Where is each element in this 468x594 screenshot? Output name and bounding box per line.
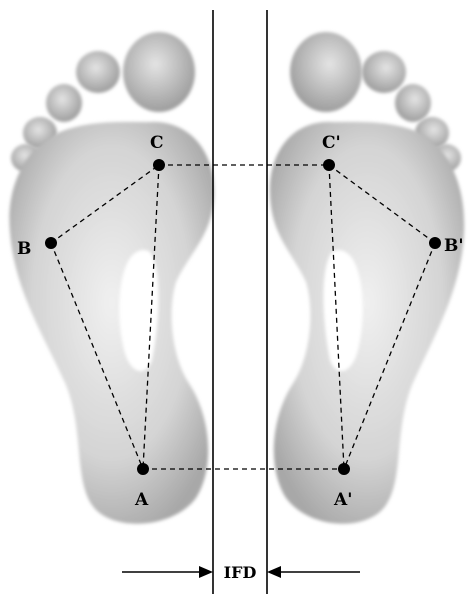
point-b [45,237,57,249]
point-a [137,463,149,475]
ifd-right-arrowhead [267,566,281,578]
label-a-prime: A' [333,490,352,510]
label-c: C [150,133,164,153]
right-foot [270,32,464,524]
ifd-measure: IFD [122,562,360,582]
label-b-prime: B' [444,236,464,256]
point-b-prime [429,237,441,249]
label-c-prime: C' [322,133,341,153]
point-c [153,159,165,171]
left-sole [9,122,214,524]
ifd-left-arrowhead [199,566,213,578]
point-c-prime [323,159,335,171]
right-toe-2 [362,51,406,93]
ifd-label: IFD [224,563,257,582]
right-toe-3 [395,84,431,122]
left-big-toe [123,32,195,112]
right-sole [270,122,464,524]
point-a-prime [338,463,350,475]
right-arch [324,250,363,371]
left-toe-2 [76,51,120,93]
label-a: A [134,490,149,510]
label-b: B [17,239,31,259]
right-big-toe [290,32,362,112]
left-foot [9,32,214,524]
left-arch [119,250,158,371]
left-toe-3 [46,84,82,122]
